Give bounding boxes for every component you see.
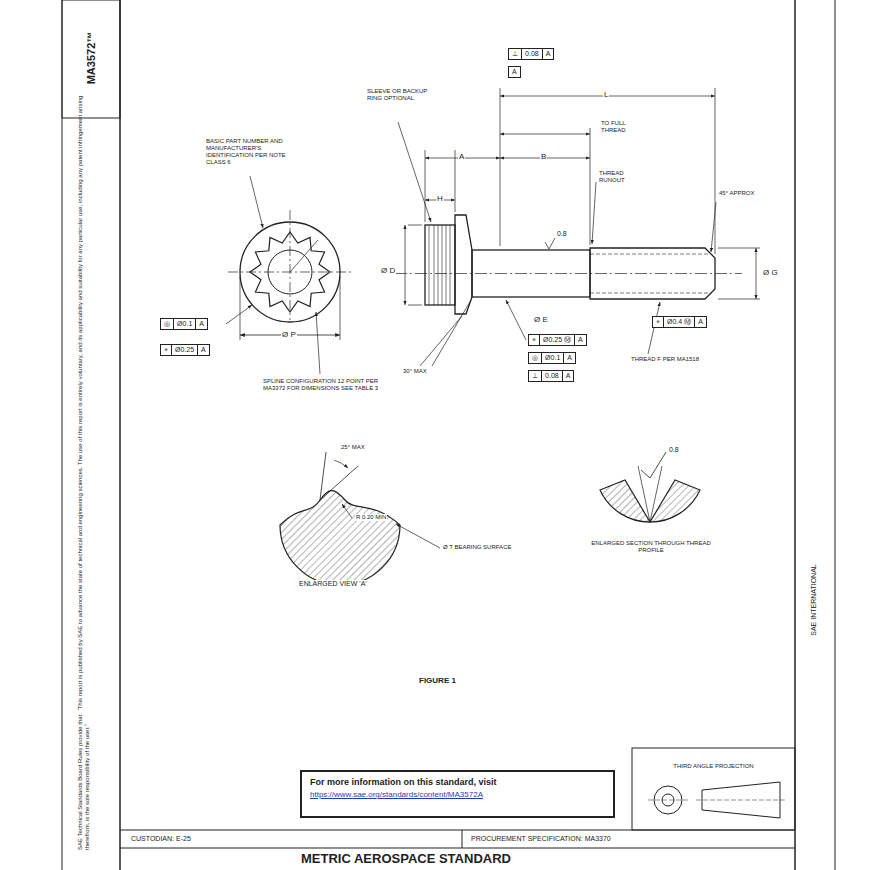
callout-note: SPLINE CONFIGURATION 12 POINT PER MA3372… <box>262 378 384 392</box>
title-block-title: METRIC AEROSPACE STANDARD <box>300 852 512 867</box>
title-block-cell: PROCUREMENT SPECIFICATION: MA3370 <box>470 835 612 843</box>
callout-note: THREAD RUNOUT <box>598 170 650 184</box>
dimension-letter: Ø E <box>533 315 549 324</box>
feature-control-frame: ⌖Ø0.25 ⓂA <box>528 334 587 346</box>
feature-control-frame: ⌖Ø0.25A <box>160 344 210 356</box>
frame-cell: Ø0.4 Ⓜ <box>663 317 694 327</box>
frame-cell: Ø0.1 <box>173 319 195 329</box>
frame-cell: A <box>195 319 207 329</box>
box-text: THIRD ANGLE PROJECTION <box>671 763 755 769</box>
info-box: For more information on this standard, v… <box>300 770 615 818</box>
frame-cell: ◎ <box>161 319 173 329</box>
frame-cell: ◎ <box>529 353 541 363</box>
frame-cell: ⌖ <box>653 317 663 327</box>
callout-note: TO FULL THREAD <box>600 120 652 134</box>
frame-cell: A <box>509 67 520 77</box>
callout-note: Ø T BEARING SURFACE <box>442 544 524 551</box>
box-text: For more information on this standard, v… <box>310 777 605 787</box>
feature-control-frame: ⊥0.08A <box>508 48 554 60</box>
dimension-letter: A <box>458 152 465 161</box>
feature-control-frame: ⌖Ø0.4 ⓂA <box>652 316 707 328</box>
feature-control-frame: ◎Ø0.1A <box>160 318 208 330</box>
frame-cell: ⌖ <box>161 345 171 355</box>
callout-note: 30° MAX <box>402 368 428 375</box>
frame-cell: Ø0.1 <box>541 353 563 363</box>
dimension-letter: L <box>603 90 609 99</box>
projection-box: THIRD ANGLE PROJECTION <box>632 748 795 788</box>
figure-caption: FIGURE 1 <box>418 676 457 685</box>
frame-cell: ⊥ <box>529 371 541 381</box>
callout-note: 25° MAX <box>340 444 366 451</box>
frame-cell: 0.08 <box>521 49 542 59</box>
feature-control-frame: ⊥0.08A <box>528 370 574 382</box>
roughness-value: 0.8 <box>668 446 680 454</box>
frame-cell: 0.08 <box>541 371 562 381</box>
frame-cell: A <box>197 345 209 355</box>
title-block-cell: CUSTODIAN: E-25 <box>130 835 192 843</box>
callout-note: THREAD F PER MA1518 <box>630 356 722 363</box>
callout-note: BASIC PART NUMBER AND MANUFACTURER'S IDE… <box>205 138 302 166</box>
frame-cell: A <box>574 335 586 345</box>
dimension-letter: Ø G <box>762 268 779 277</box>
frame-cell: ⌖ <box>529 335 539 345</box>
callout-note: SLEEVE OR BACKUP RING OPTIONAL <box>366 88 438 102</box>
frame-cell: A <box>694 317 706 327</box>
sheet-number: MA3572™ <box>85 31 98 86</box>
feature-control-frame: ◎Ø0.1A <box>528 352 576 364</box>
frame-cell: ⊥ <box>509 49 521 59</box>
frame-cell: Ø0.25 <box>171 345 197 355</box>
datum-box: A <box>508 66 521 78</box>
dimension-letter: B <box>540 152 547 161</box>
roughness-value: 0.8 <box>556 230 568 238</box>
frame-cell: A <box>562 371 574 381</box>
publisher-note: SAE INTERNATIONAL <box>810 563 818 636</box>
disclaimer-note: SAE Technical Standards Board Rules prov… <box>77 89 91 851</box>
view-title: ENLARGED SECTION THROUGH THREAD PROFILE <box>585 540 717 554</box>
box-text: https://www.sae.org/standards/content/MA… <box>310 790 605 799</box>
frame-cell: A <box>563 353 575 363</box>
dimension-letter: H <box>436 194 444 203</box>
callout-note: 45° APPROX <box>718 190 780 197</box>
dimension-letter: Ø P <box>281 330 297 339</box>
frame-cell: Ø0.25 Ⓜ <box>539 335 574 345</box>
frame-cell: A <box>542 49 554 59</box>
callout-note: R 0.20 MIN <box>355 514 387 521</box>
view-title: ENLARGED VIEW 'A' <box>298 580 368 588</box>
dimension-letter: Ø D <box>380 266 396 275</box>
